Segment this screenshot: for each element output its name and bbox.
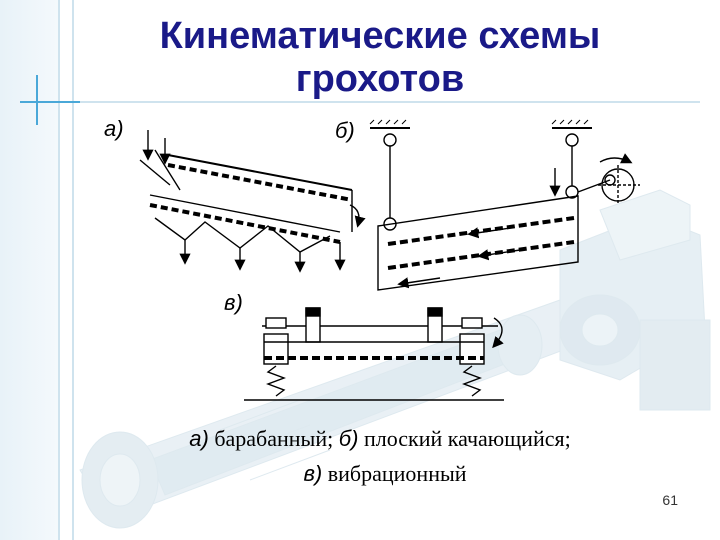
decor-line: [72, 0, 74, 540]
drum-screen-diagram: [139, 130, 366, 273]
vibrating-screen-diagram: [244, 307, 504, 401]
decor-cross-horizontal: [20, 101, 80, 103]
left-decor-stripe: [0, 0, 58, 540]
caption-v-text: вибрационный: [322, 461, 467, 486]
caption-line-2: в) вибрационный: [150, 458, 620, 490]
caption-a-text: барабанный;: [208, 426, 339, 451]
swinging-screen-diagram: [369, 119, 640, 291]
caption-b-text: плоский качающийся;: [358, 426, 571, 451]
caption-line-1: а) барабанный; б) плоский качающийся;: [140, 423, 620, 455]
slide-title-line-1: Кинематические схемы: [159, 15, 601, 57]
caption-b-mark: б): [338, 426, 359, 451]
diagram-label-a: а): [104, 116, 124, 141]
diagram-label-v: в): [224, 290, 243, 315]
page-number: 61: [662, 492, 678, 508]
decor-line: [58, 0, 60, 540]
caption-v-mark: в): [303, 461, 323, 486]
diagram-label-b: б): [335, 118, 355, 143]
decor-cross-vertical: [36, 75, 38, 125]
decor-hline: [20, 101, 700, 103]
caption-a-mark: а): [189, 426, 209, 451]
slide-title-line-2: грохотов: [295, 58, 465, 100]
